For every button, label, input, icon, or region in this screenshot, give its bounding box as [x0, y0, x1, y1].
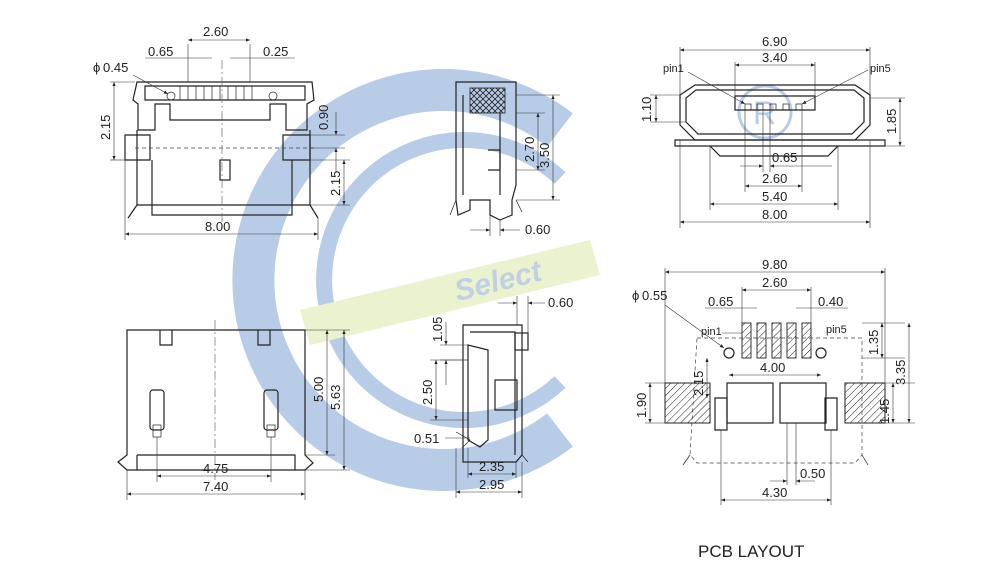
dim-sideb-b: 2.50: [420, 380, 435, 405]
dim-plug-right: 1.85: [884, 109, 899, 134]
pcb-hole-left: [723, 347, 735, 359]
watermark-logo: Select R: [232, 69, 793, 491]
dim-pin-width: 0.65: [148, 44, 173, 59]
pcb-layout: 9.80 2.60 0.65 0.40 ϕ 0.55 pin1 pin5 1.3…: [632, 257, 915, 561]
dim-side-bottom: 0.60: [525, 222, 550, 237]
dim-plug-pitch: 0.65: [772, 150, 797, 165]
pcb-pin5-label: pin5: [826, 324, 847, 336]
dim-pcb-hole: 0.55: [642, 288, 667, 303]
dim-pcb-overall: 9.80: [762, 257, 787, 272]
dim-hole-diameter: 0.45: [103, 60, 128, 75]
top-view-holes: [149, 389, 279, 438]
dim-plug-left: 1.10: [639, 97, 654, 122]
dim-pcb-pad-gap: 0.40: [818, 294, 843, 309]
dim-pcb-center: 4.00: [760, 360, 785, 375]
dim-pin-gap: 0.25: [263, 44, 288, 59]
dim-plug-shell: 5.40: [762, 189, 787, 204]
plug-front-view: 6.90 3.40 pin1 pin5 1.10 1.85 0.65 2.60 …: [639, 34, 905, 228]
pcb-layout-title: PCB LAYOUT: [698, 542, 804, 561]
side-view-top: 2.70 3.50 0.60: [449, 81, 560, 237]
dim-pcb-pad-width: 0.65: [708, 294, 733, 309]
pcb-pad-right: [844, 382, 886, 424]
dim-side-overall: 3.50: [537, 143, 552, 168]
pcb-hole-right: [815, 347, 827, 359]
dim-pin-pitch: 2.60: [203, 24, 228, 39]
plug-pins: [744, 103, 803, 111]
front-pins: [179, 85, 253, 101]
dim-lower-height: 2.15: [328, 171, 343, 196]
svg-text:ϕ: ϕ: [93, 60, 100, 75]
dim-top-width: 7.40: [203, 479, 228, 494]
dim-overall-width: 8.00: [205, 219, 230, 234]
dim-sideb-a: 1.05: [430, 317, 445, 342]
dim-sideb-top: 0.60: [548, 295, 573, 310]
dim-sideb-e: 2.95: [479, 477, 504, 492]
dim-plug-overall: 6.90: [762, 34, 787, 49]
dim-pcb-pad-top: 1.35: [866, 330, 881, 355]
top-view: 5.00 5.63 4.75 7.40: [117, 320, 350, 500]
dim-pcb-tab: 1.90: [634, 393, 649, 418]
pcb-pad-left: [664, 382, 711, 424]
dim-top-overall: 5.63: [328, 385, 343, 410]
dim-pcb-tab-right: 1.45: [877, 399, 892, 424]
plug-pin1-label: pin1: [663, 63, 684, 75]
svg-text:R: R: [753, 95, 776, 131]
dim-pcb-small: 0.50: [800, 466, 825, 481]
pcb-pin1-label: pin1: [701, 326, 722, 338]
dim-top-holes: 4.75: [203, 461, 228, 476]
dim-plug-pins-span: 3.40: [762, 50, 787, 65]
pcb-signal-pads: [741, 322, 812, 359]
front-view: 2.60 0.65 0.25 ϕ 0.45 2.15 0.90 2.15 8.0…: [93, 24, 350, 240]
dim-pcb-bottom: 4.30: [762, 485, 787, 500]
svg-text:ϕ: ϕ: [632, 288, 639, 303]
dim-tab-height: 2.15: [98, 115, 113, 140]
dim-plug-width: 8.00: [762, 207, 787, 222]
dim-sideb-d: 2.35: [479, 459, 504, 474]
side-view-bottom: 0.60 1.05 2.50 0.51 2.35 2.95: [414, 295, 573, 498]
dim-plug-inner: 2.60: [762, 171, 787, 186]
dim-pcb-pad-height: 3.35: [893, 360, 908, 385]
dim-sideb-c: 0.51: [414, 431, 439, 446]
dim-top-depth: 5.00: [311, 377, 326, 402]
dim-pcb-side: 2.15: [691, 371, 706, 396]
dim-pcb-pitch: 2.60: [762, 275, 787, 290]
dim-side-body: 2.70: [522, 137, 537, 162]
plug-pin5-label: pin5: [870, 63, 891, 75]
dim-lip: 0.90: [316, 105, 331, 130]
